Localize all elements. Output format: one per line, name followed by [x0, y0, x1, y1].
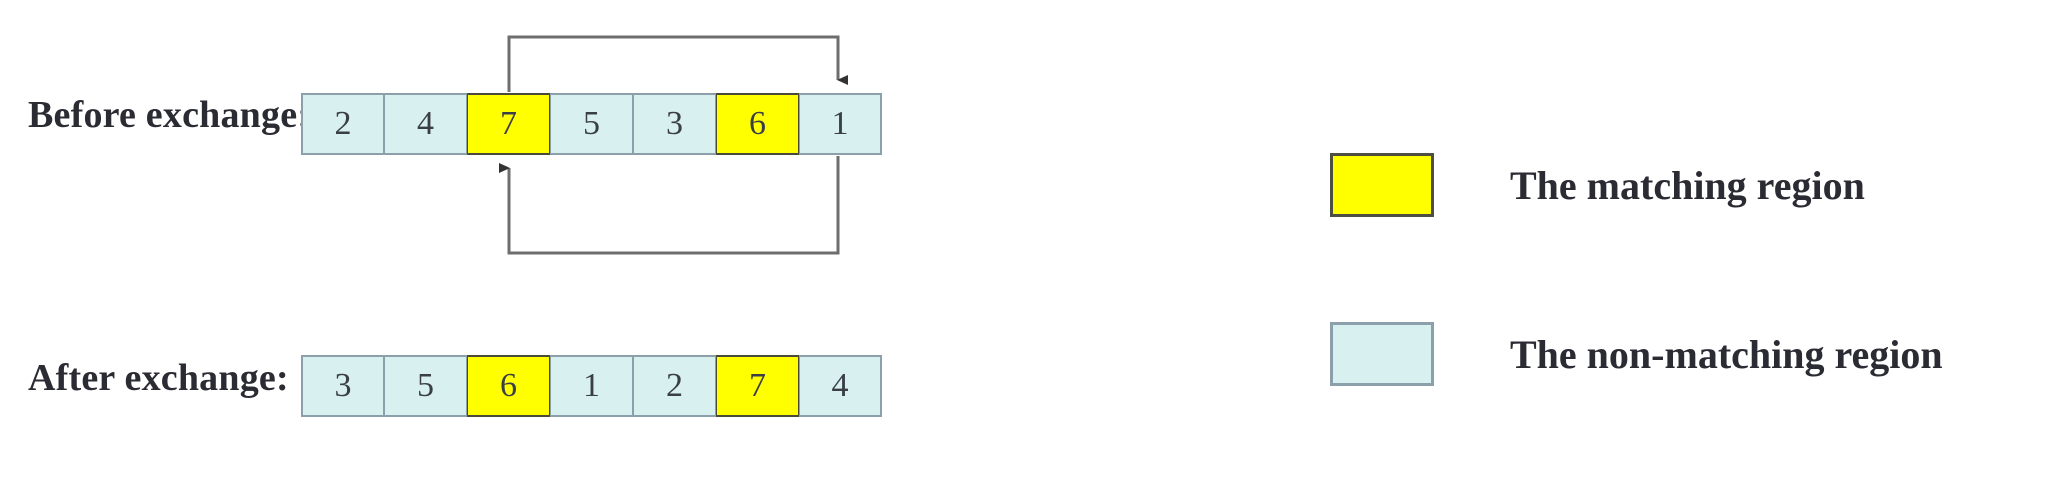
array-cell: 3	[301, 355, 384, 417]
array-cell-matching: 6	[716, 93, 799, 155]
legend-label-nonmatching: The non-matching region	[1510, 331, 1943, 377]
top-arrow	[507, 35, 848, 92]
cell-value: 3	[334, 367, 352, 404]
after-exchange-label: After exchange:	[28, 357, 289, 399]
array-cell: 2	[633, 355, 716, 417]
array-cell: 3	[633, 93, 716, 155]
cell-value: 2	[334, 105, 352, 142]
cell-value: 4	[831, 367, 849, 404]
array-cell: 4	[384, 93, 467, 155]
array-before-exchange: 2 4 7 5 3 6 1	[301, 93, 882, 155]
array-cell: 4	[799, 355, 882, 417]
cell-value: 7	[500, 105, 517, 142]
cell-value: 6	[749, 105, 766, 142]
array-cell-matching: 7	[716, 355, 799, 417]
array-cell-matching: 7	[467, 93, 550, 155]
array-cell: 1	[799, 93, 882, 155]
legend-swatch-nonmatching	[1330, 322, 1434, 386]
cell-value: 5	[583, 105, 600, 142]
legend-item-matching: The matching region	[1330, 153, 1865, 217]
array-cell: 5	[550, 93, 633, 155]
cell-value: 1	[831, 105, 849, 142]
bottom-arrow	[499, 156, 840, 255]
legend-label-matching: The matching region	[1510, 162, 1865, 208]
cell-value: 1	[583, 367, 600, 404]
cell-value: 5	[417, 367, 434, 404]
cell-value: 6	[500, 367, 517, 404]
legend-swatch-matching	[1330, 153, 1434, 217]
array-cell: 5	[384, 355, 467, 417]
array-after-exchange: 3 5 6 1 2 7 4	[301, 355, 882, 417]
array-cell: 1	[550, 355, 633, 417]
cell-value: 3	[666, 105, 683, 142]
cell-value: 7	[749, 367, 766, 404]
cell-value: 2	[666, 367, 683, 404]
array-cell-matching: 6	[467, 355, 550, 417]
cell-value: 4	[417, 105, 434, 142]
array-cell: 2	[301, 93, 384, 155]
before-exchange-label: Before exchange:	[28, 94, 311, 136]
legend-item-nonmatching: The non-matching region	[1330, 322, 1943, 386]
